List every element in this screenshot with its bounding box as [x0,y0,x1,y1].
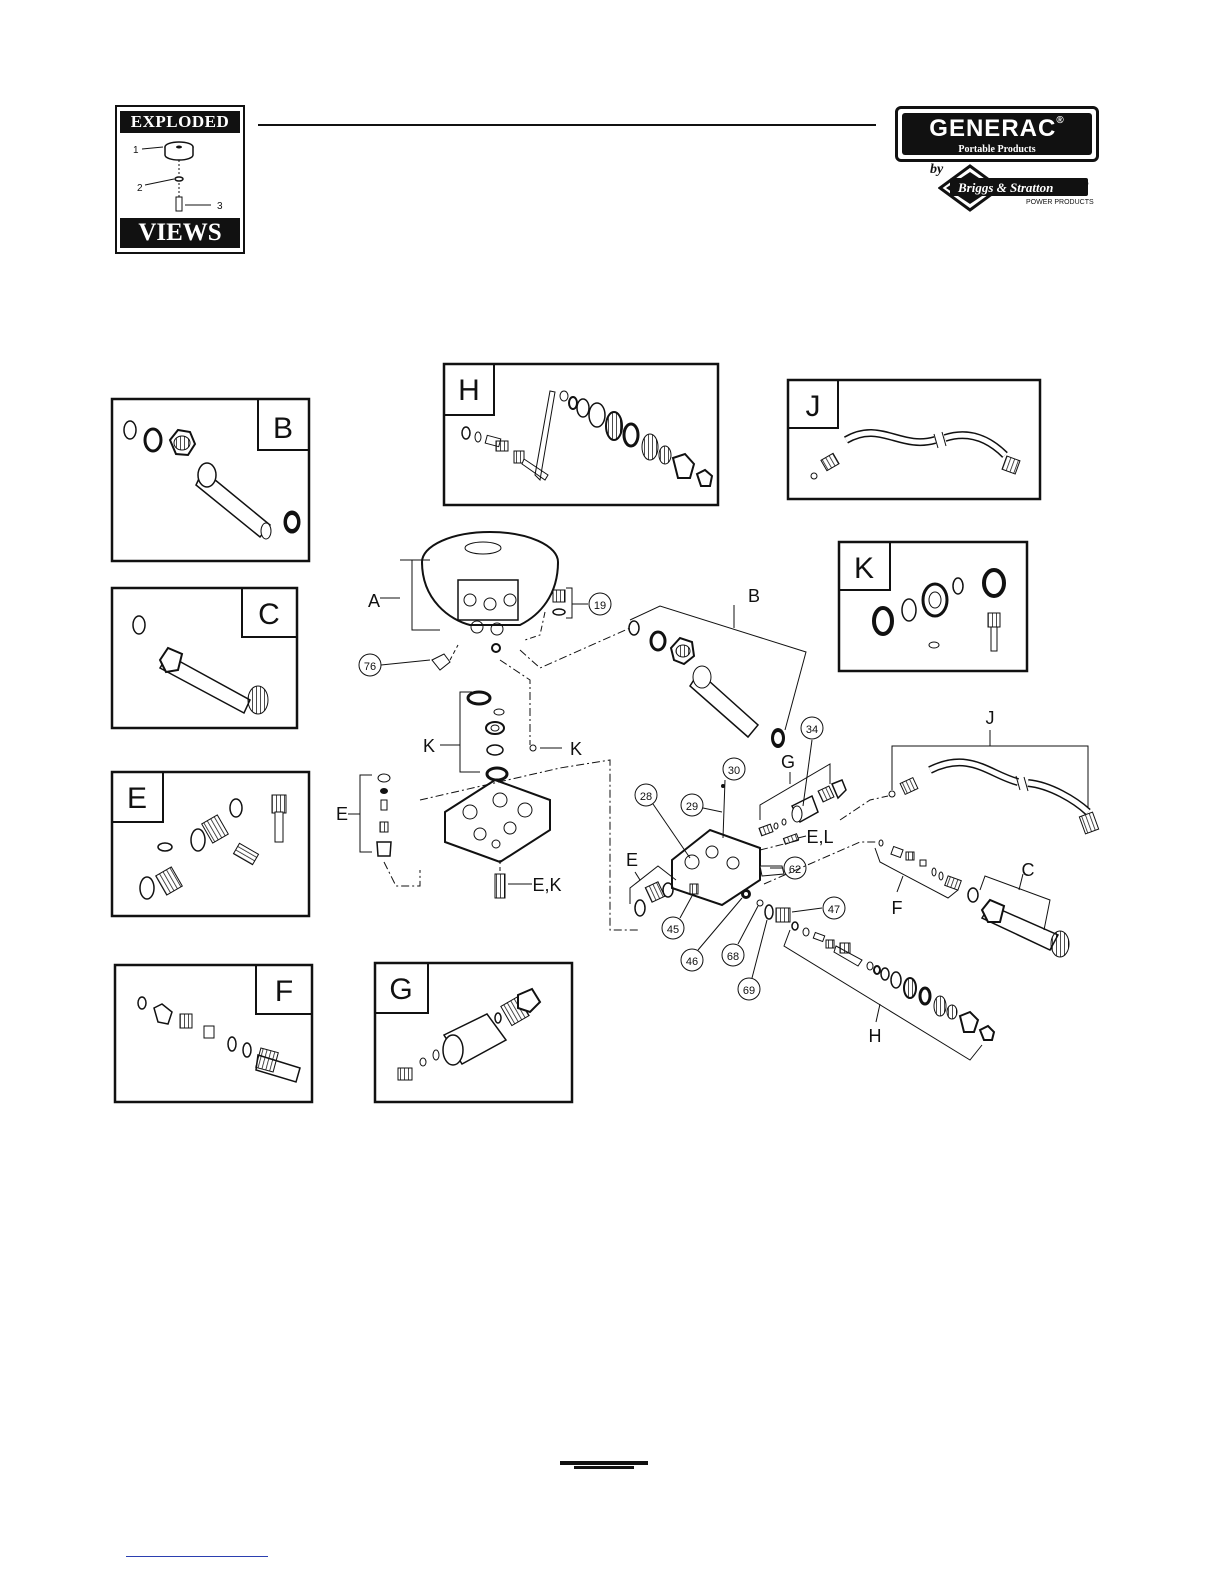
panel-g-title: G [389,973,412,1006]
callout-29: 29 [686,801,698,813]
label-g: G [781,752,795,772]
panel-e-title: E [127,782,147,815]
label-f: F [892,898,903,918]
panel-k-title: K [854,552,874,585]
bolt-part [272,795,286,813]
callout-28: 28 [640,791,652,803]
panel-j-title: J [806,390,821,423]
callout-68: 68 [727,951,739,963]
panel-h: H [444,364,718,505]
label-b: B [748,586,760,606]
panel-j: J [788,380,1040,499]
panel-b-title: B [273,412,293,445]
callout-30: 30 [728,765,740,777]
callout-34: 34 [806,724,818,736]
footer-link-line [126,1556,268,1557]
label-a: A [368,591,380,611]
label-e-left: E [336,804,348,824]
panel-h-title: H [458,374,480,407]
callout-46: 46 [686,956,698,968]
label-h: H [869,1026,882,1046]
label-j: J [986,708,995,728]
callout-19: 19 [594,600,606,612]
panel-f: F [115,965,312,1102]
label-c: C [1022,860,1035,880]
label-ek: E,K [532,875,561,895]
label-e-right: E [626,850,638,870]
footer-rule [560,1461,648,1465]
callout-76: 76 [364,661,376,673]
callout-69: 69 [743,985,755,997]
callout-62: 45 [667,924,679,936]
panel-g: G [375,963,572,1102]
label-k-left: K [423,736,435,756]
manifold [445,780,550,862]
panel-c-title: C [258,598,280,631]
footer-rule-secondary [574,1466,634,1469]
panel-k: K [839,542,1027,671]
callout-47: 47 [828,904,840,916]
label-k-right: K [570,739,582,759]
panel-f-title: F [275,975,293,1008]
panel-b: B [112,399,309,561]
label-el: E,L [806,827,833,847]
panel-e: E [112,772,309,916]
panel-c: C [112,588,297,728]
